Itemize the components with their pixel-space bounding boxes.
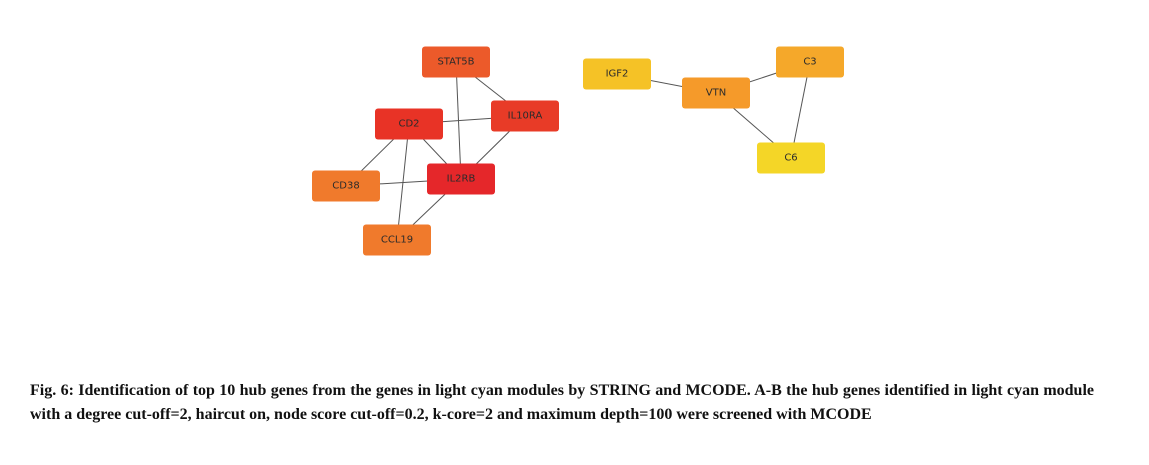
node-cd2: CD2 [375, 108, 443, 140]
node-box [363, 224, 431, 256]
node-label: CD38 [332, 181, 359, 192]
node-box [757, 142, 825, 174]
node-c3: C3 [776, 46, 844, 78]
node-box [312, 170, 380, 202]
node-label: CCL19 [381, 235, 413, 246]
node-ccl19: CCL19 [363, 224, 431, 256]
node-box [422, 46, 490, 78]
node-box [682, 77, 750, 109]
node-label: C3 [803, 57, 816, 68]
node-cd38: CD38 [312, 170, 380, 202]
node-c6: C6 [757, 142, 825, 174]
node-label: STAT5B [437, 57, 474, 68]
node-il2rb: IL2RB [427, 163, 495, 195]
figure-caption: Fig. 6: Identification of top 10 hub gen… [30, 382, 1094, 423]
edge-c3-c6 [790, 61, 811, 159]
node-box [491, 100, 559, 132]
node-stat5b: STAT5B [422, 46, 490, 78]
node-label: IL10RA [508, 111, 543, 122]
node-igf2: IGF2 [583, 58, 651, 90]
node-label: CD2 [398, 119, 419, 130]
node-label: C6 [784, 153, 797, 164]
node-box [583, 58, 651, 90]
node-label: IGF2 [606, 69, 629, 80]
node-label: IL2RB [447, 174, 476, 185]
node-box [427, 163, 495, 195]
node-box [776, 46, 844, 78]
node-il10ra: IL10RA [491, 100, 559, 132]
edge-cd2-ccl19 [396, 123, 410, 241]
node-vtn: VTN [682, 77, 750, 109]
node-box [375, 108, 443, 140]
node-label: VTN [706, 88, 726, 99]
